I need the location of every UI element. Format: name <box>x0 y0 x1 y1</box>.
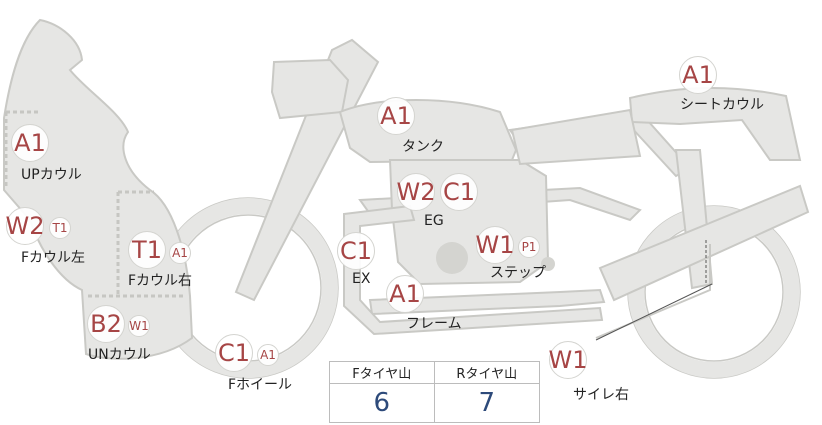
cowl-right-grade-2: A1 <box>169 242 191 264</box>
upper-cowl-label: UPカウル <box>21 167 82 183</box>
muffler-right-label: サイレ右 <box>573 387 629 403</box>
engine-cover-shape <box>436 242 468 274</box>
front-tire-value: 6 <box>330 384 435 422</box>
exhaust-shape <box>343 204 604 336</box>
tank-label: タンク <box>402 139 444 155</box>
step-label: ステップ <box>490 265 546 281</box>
cowl-left-grade-2: T1 <box>49 217 71 239</box>
engine-grade-1: W2 <box>397 173 436 211</box>
rear-wheel-shape <box>627 205 801 379</box>
seat-cowl-grade-1: A1 <box>679 56 717 94</box>
under-cowl-grade-1: B2 <box>87 305 125 343</box>
tire-tread-table: Fタイヤ山 Rタイヤ山 6 7 <box>329 361 540 423</box>
step-grade-1: W1 <box>476 226 515 264</box>
under-cowl-grade-2: W1 <box>128 315 150 337</box>
frame-label: フレーム <box>406 316 462 332</box>
exhaust-grade-1: C1 <box>337 232 375 270</box>
muffler-leader-line <box>595 283 713 341</box>
step-grade-2: P1 <box>518 236 540 258</box>
seat-shape <box>510 108 642 166</box>
front-tire-header: Fタイヤ山 <box>330 362 435 384</box>
tank-grade-1: A1 <box>377 97 415 135</box>
cowl-right-grade-1: T1 <box>128 231 166 269</box>
cowl-right-label: Fカウル右 <box>128 273 193 289</box>
front-wheel-label: Fホイール <box>228 377 293 393</box>
exhaust-label: EX <box>352 271 371 287</box>
step-peg-shape <box>541 257 555 271</box>
engine-grade-2: C1 <box>440 173 478 211</box>
rear-tire-header: Rタイヤ山 <box>434 362 539 384</box>
seat-cowl-shape <box>628 86 802 161</box>
engine-label: EG <box>424 213 444 229</box>
cowl-panel-divider <box>4 110 186 298</box>
cowl-left-grade-1: W2 <box>6 207 45 245</box>
upper-cowl-grade-1: A1 <box>11 124 49 162</box>
seat-cowl-label: シートカウル <box>680 97 764 113</box>
cowl-left-label: Fカウル左 <box>21 250 86 266</box>
frame-grade-1: A1 <box>386 275 424 313</box>
front-wheel-grade-1: C1 <box>215 334 253 372</box>
rear-tire-value: 7 <box>478 388 496 418</box>
under-cowl-label: UNカウル <box>88 347 151 363</box>
muffler-right-grade-1: W1 <box>549 341 588 379</box>
front-wheel-grade-2: A1 <box>257 344 279 366</box>
headlight-shape <box>270 58 350 120</box>
muffler-shape <box>598 184 810 302</box>
